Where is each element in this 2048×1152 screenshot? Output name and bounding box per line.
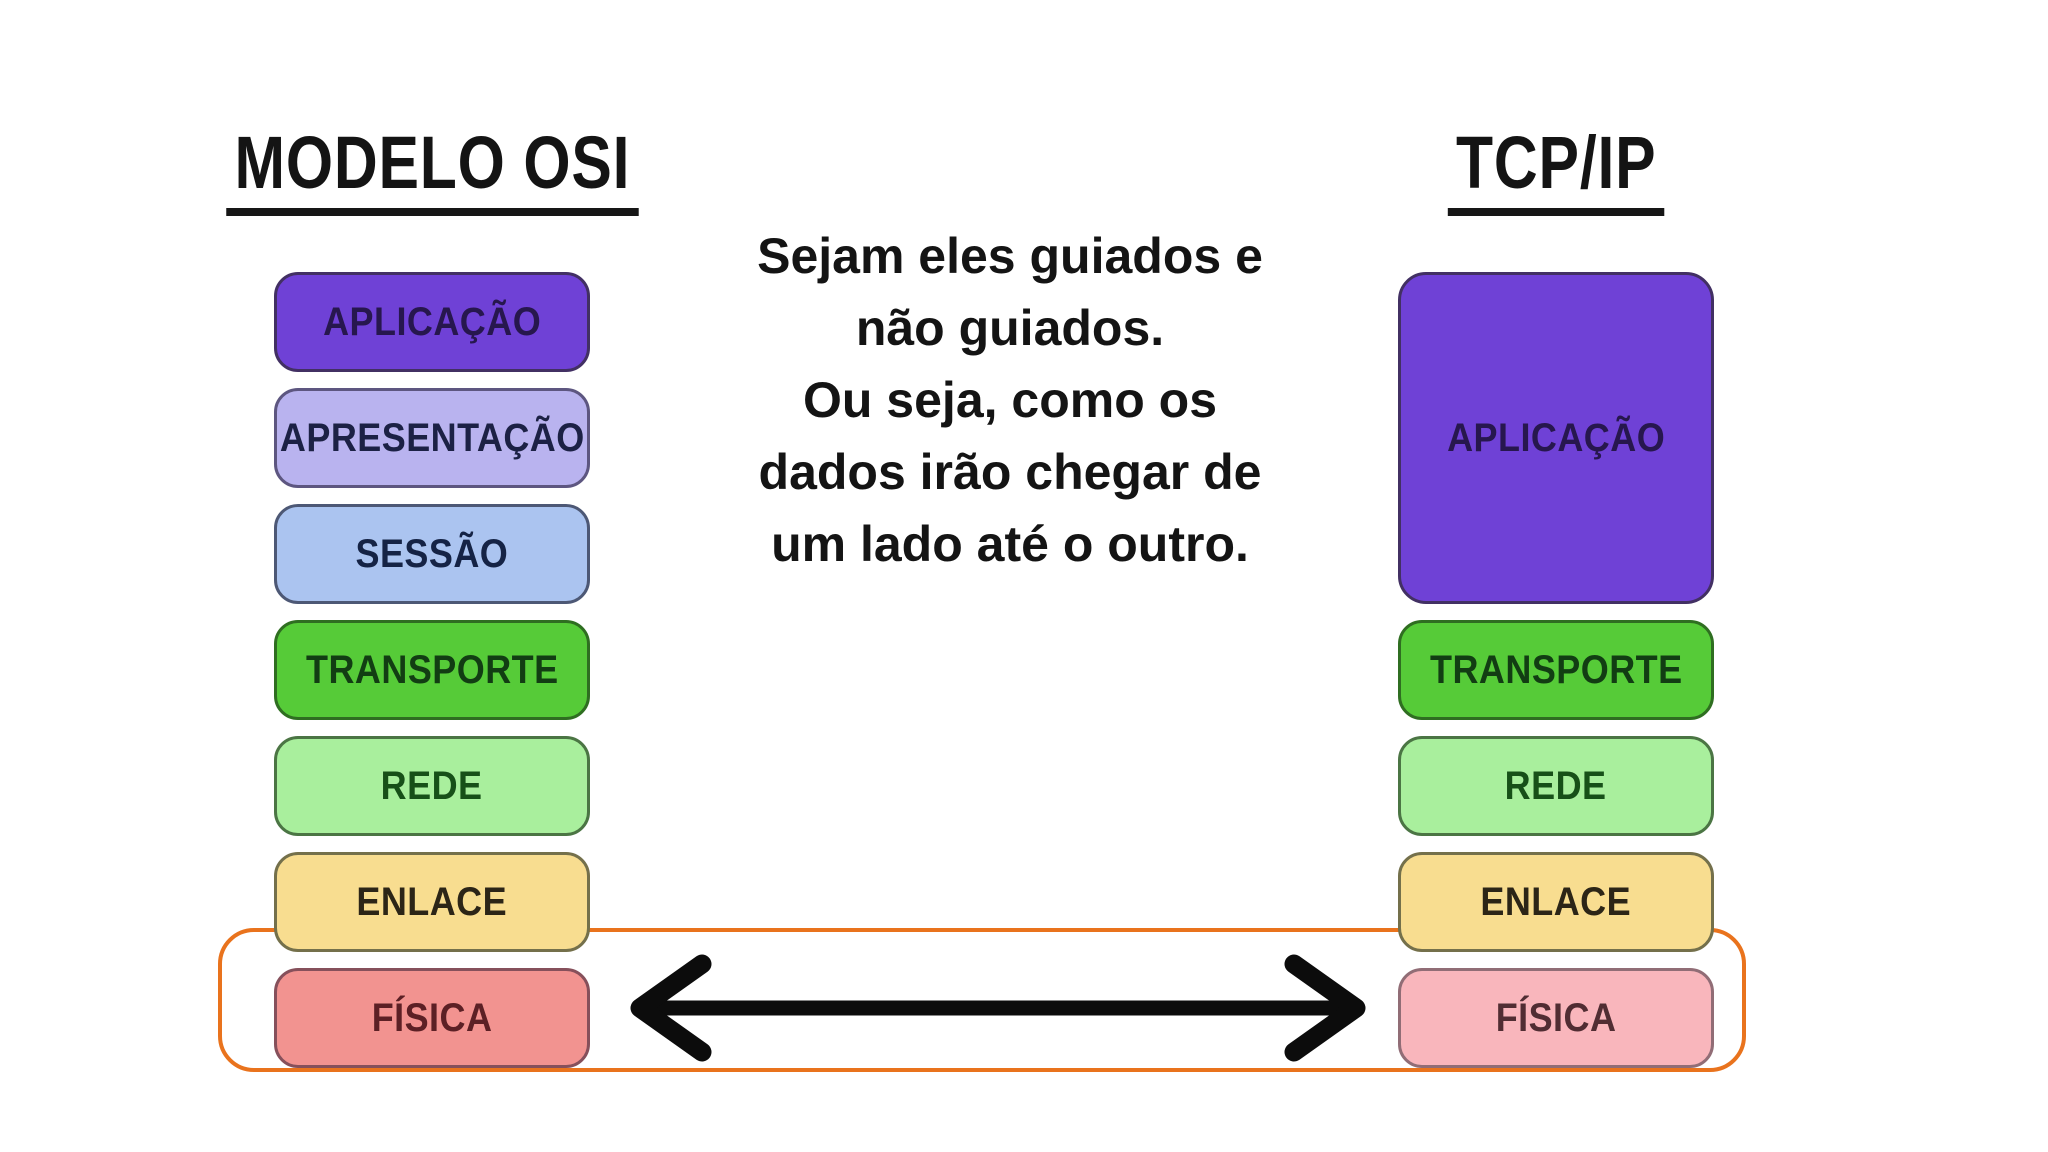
layer-label: SESSÃO — [355, 531, 509, 576]
double-arrow-icon — [626, 948, 1370, 1068]
layer-label: APLICAÇÃO — [322, 299, 542, 344]
layer-label: ENLACE — [356, 879, 508, 924]
layer-label: TRANSPORTE — [305, 647, 559, 692]
annotation-text: Sejam eles guiados e não guiados. Ou sej… — [757, 228, 1263, 572]
osi-layer-aplicacao: APLICAÇÃO — [274, 272, 590, 372]
layer-label: FÍSICA — [371, 995, 493, 1040]
tcpip-title-text: TCP/IP — [1447, 126, 1665, 216]
osi-layer-rede: REDE — [274, 736, 590, 836]
tcpip-column-title: TCP/IP — [1388, 126, 1724, 226]
tcpip-layer-fisica: FÍSICA — [1398, 968, 1714, 1068]
osi-layer-fisica: FÍSICA — [274, 968, 590, 1068]
layer-label: ENLACE — [1480, 879, 1632, 924]
layer-label: APRESENTAÇÃO — [279, 415, 585, 460]
osi-layer-apresentacao: APRESENTAÇÃO — [274, 388, 590, 488]
tcpip-layer-enlace: ENLACE — [1398, 852, 1714, 952]
layer-label: TRANSPORTE — [1429, 647, 1683, 692]
tcpip-layer-transporte: TRANSPORTE — [1398, 620, 1714, 720]
tcpip-layer-aplicacao: APLICAÇÃO — [1398, 272, 1714, 604]
osi-title-text: MODELO OSI — [225, 126, 639, 216]
layer-label: REDE — [1505, 763, 1607, 808]
layer-label: FÍSICA — [1495, 995, 1617, 1040]
tcpip-layer-rede: REDE — [1398, 736, 1714, 836]
physical-layer-highlight-outline — [218, 928, 1746, 1072]
osi-layer-transporte: TRANSPORTE — [274, 620, 590, 720]
layer-label: APLICAÇÃO — [1446, 415, 1666, 460]
layer-label: REDE — [381, 763, 483, 808]
osi-layer-sessao: SESSÃO — [274, 504, 590, 604]
osi-column-title: MODELO OSI — [225, 126, 639, 226]
osi-layer-enlace: ENLACE — [274, 852, 590, 952]
